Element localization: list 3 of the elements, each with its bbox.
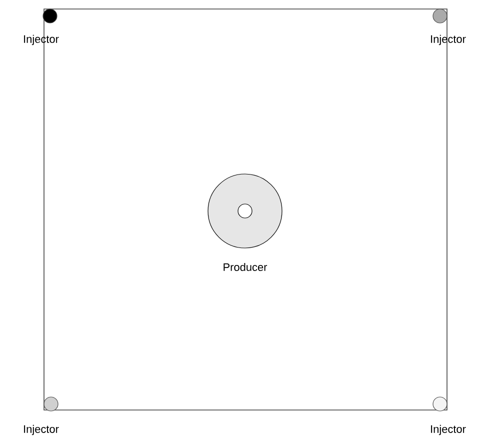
well-label: Producer <box>224 262 268 272</box>
well-label: Injector <box>24 424 59 436</box>
well-label: Injector <box>431 424 466 436</box>
